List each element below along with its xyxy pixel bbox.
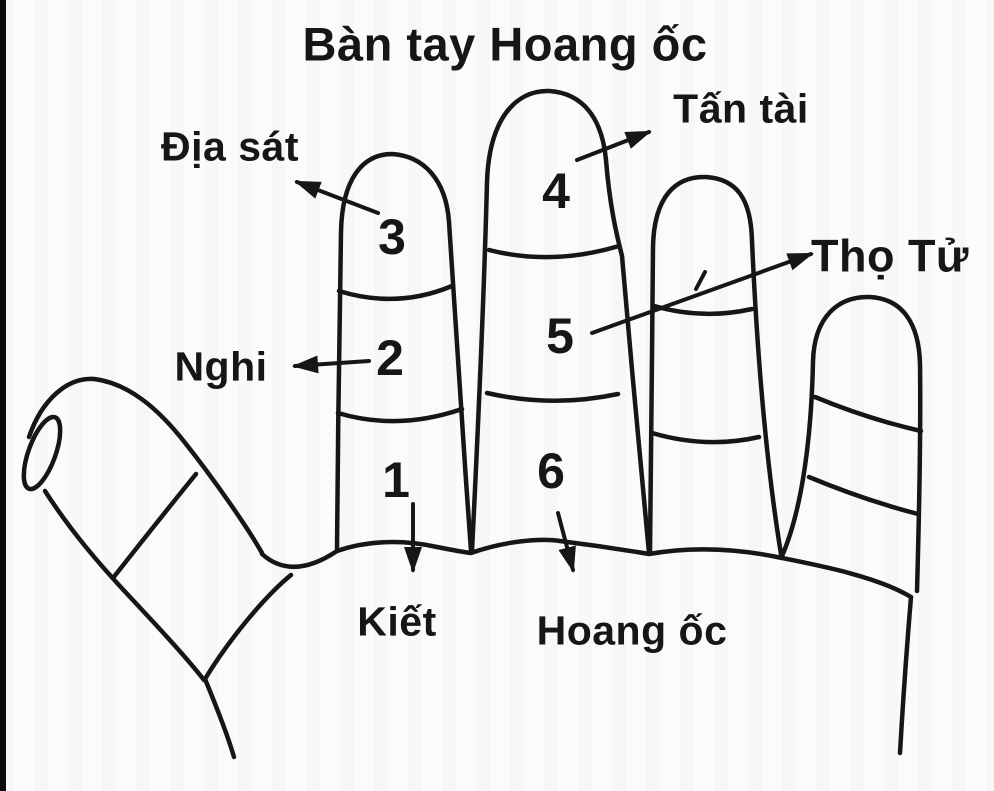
segment-number-5: 5 xyxy=(546,308,574,364)
segment-number-3: 3 xyxy=(378,209,406,265)
nghi-arrow xyxy=(292,355,371,374)
knuckle-line xyxy=(334,537,914,600)
palm-right-edge xyxy=(897,594,914,756)
label-hoang-oc: Hoang ốc xyxy=(536,607,728,654)
tho-tu-arrow-tick xyxy=(694,270,707,291)
dia-sat-arrow xyxy=(294,180,380,215)
segment-number-1: 1 xyxy=(382,452,410,508)
palm xyxy=(202,537,914,760)
thumb-nail xyxy=(21,414,63,492)
index-outline xyxy=(334,151,474,554)
tho-tu-arrow xyxy=(590,252,814,335)
index-finger xyxy=(334,151,474,554)
label-tho-tu: Thọ Tử xyxy=(810,230,970,282)
palm-left-contour xyxy=(202,572,294,760)
thumb-index-web xyxy=(259,548,340,569)
middle-outline xyxy=(469,88,652,556)
segment-number-4: 4 xyxy=(542,163,570,219)
pinky-finger xyxy=(779,294,924,594)
hoang-oc-arrow xyxy=(556,511,576,573)
label-dia-sat: Địa sát xyxy=(161,123,299,170)
thumb-crease xyxy=(110,471,199,581)
scan-edge-bar xyxy=(0,0,6,791)
pinky-crease-1 xyxy=(812,394,924,434)
pinky-crease-2 xyxy=(806,474,921,517)
tan-tai-arrow xyxy=(575,130,652,162)
ring-outline xyxy=(647,174,784,557)
thumb xyxy=(21,376,265,683)
ring-crease-2 xyxy=(649,430,762,445)
label-tan-tai: Tấn tài xyxy=(673,85,809,132)
middle-crease-2 xyxy=(484,390,621,403)
label-kiet: Kiết xyxy=(357,598,437,645)
thumb-bottom-outline xyxy=(42,488,207,683)
thumb-top-outline xyxy=(26,376,265,556)
annotation-arrows xyxy=(292,130,814,573)
index-crease-1 xyxy=(336,283,455,302)
middle-finger xyxy=(469,88,652,556)
label-nghi: Nghi xyxy=(174,343,268,390)
segment-number-6: 6 xyxy=(537,443,565,499)
index-crease-2 xyxy=(335,406,465,424)
segment-number-2: 2 xyxy=(376,330,404,386)
pinky-outline xyxy=(779,294,923,594)
ring-finger xyxy=(647,174,784,557)
diagram-title: Bàn tay Hoang ốc xyxy=(302,17,708,71)
middle-crease-1 xyxy=(486,243,622,260)
